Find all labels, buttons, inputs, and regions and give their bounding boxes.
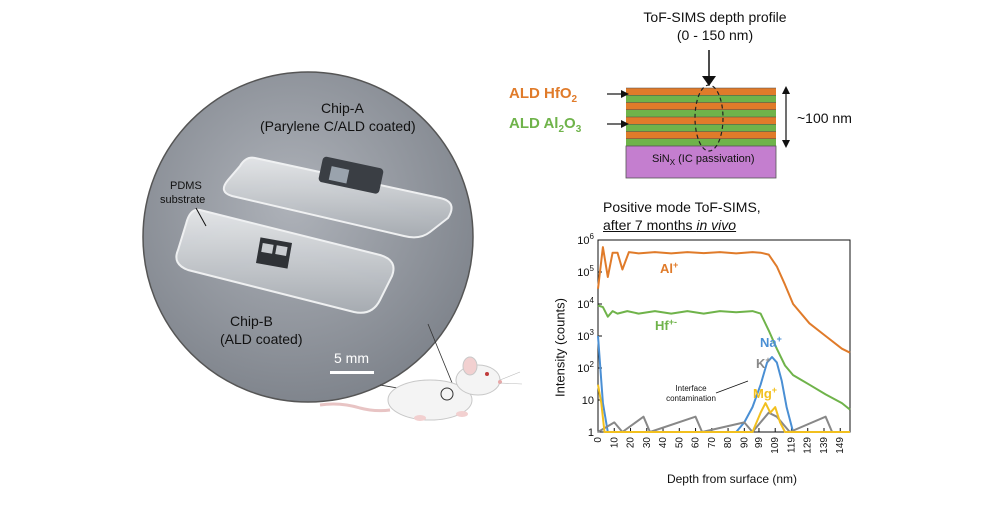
chip-b-image	[175, 208, 395, 314]
x-axis-label: Depth from surface (nm)	[666, 472, 798, 486]
al2o3-label-sub1: 2	[558, 124, 565, 135]
stack-title-line1: ToF-SIMS depth profile	[643, 9, 787, 25]
x-tick-label: 109	[770, 437, 781, 454]
y-tick-label: 103	[577, 328, 594, 343]
series-line-k	[597, 411, 850, 433]
y-tick-label: 102	[577, 360, 594, 375]
scale-bar	[330, 371, 374, 374]
sinx-label: SiNX (IC passivation)	[652, 153, 755, 167]
photo-panel	[142, 71, 523, 421]
x-tick-label: 119	[786, 437, 797, 453]
al2o3-stripe	[626, 95, 776, 103]
zoom-line-top	[427, 323, 456, 391]
al2o3-stripe	[626, 124, 776, 132]
y-axis-label-wrap: Intensity (counts)	[540, 298, 568, 400]
series-label-al: Al+	[660, 260, 678, 276]
x-tick-label: 139	[819, 437, 830, 454]
series-line-hf	[597, 304, 851, 411]
series-label-k: K+	[756, 355, 771, 371]
x-tick-label: 90	[739, 437, 750, 449]
series-label-mg: Mg+	[753, 385, 777, 401]
layer-stack-diagram	[607, 50, 790, 179]
series-line-al	[597, 246, 851, 354]
x-tick-label: 20	[626, 437, 637, 449]
chip-b-title: Chip-B	[230, 313, 273, 329]
y-tick-label: 106	[577, 232, 594, 247]
sinx-label-rest: (IC passivation)	[675, 153, 755, 165]
x-tick-label: 129	[803, 437, 814, 454]
al2o3-label-mid: O	[564, 115, 576, 132]
thickness-label: ~100 nm	[797, 110, 852, 126]
annotation-arrow	[715, 380, 749, 394]
x-tick-label: 99	[754, 437, 765, 449]
series-line-na	[597, 335, 850, 433]
series-label-na: Na+	[760, 334, 782, 350]
x-tick-label: 80	[723, 437, 734, 449]
pdms-pointer	[195, 207, 207, 227]
series-line-mg	[597, 384, 850, 433]
al2o3-label-sub2: 3	[575, 124, 582, 135]
x-tick-label: 149	[835, 437, 846, 454]
annotation-line1: Interface	[675, 384, 707, 393]
chart-title-line2-a: after 7 months	[603, 217, 697, 233]
chip-a-subtitle: (Parylene C/ALD coated)	[260, 118, 416, 134]
hfo2-stripe	[626, 102, 776, 110]
hfo2-label-sub: 2	[571, 94, 578, 105]
x-tick-label: 70	[707, 437, 718, 449]
hfo2-stripe	[626, 131, 776, 139]
al2o3-stripe	[626, 138, 776, 146]
hfo2-label: ALD HfO2	[509, 85, 577, 105]
series-label-hf: Hf+-	[655, 317, 677, 333]
stack-title-line2: (0 - 150 nm)	[676, 27, 754, 43]
x-tick-label: 40	[658, 437, 669, 449]
pdms-label-line1: PDMS	[170, 180, 202, 192]
tof-sims-chart: 1 10 102 103 104 105 106 0 10 20 30 40 50 60 70 80 90 99 1…	[577, 232, 851, 454]
x-tick-label: 0	[593, 437, 604, 443]
al2o3-label: ALD Al2O3	[509, 115, 581, 135]
x-tick-label: 10	[609, 437, 620, 449]
sims-region-ellipse	[694, 84, 724, 152]
sinx-label-sub: X	[669, 158, 676, 168]
x-tick-label: 30	[642, 437, 653, 449]
scale-bar-label: 5 mm	[334, 350, 369, 366]
chart-title-line2: after 7 months in vivo	[603, 216, 761, 234]
chart-title-line1: Positive mode ToF-SIMS,	[603, 199, 761, 215]
sinx-layer	[625, 145, 777, 179]
pdms-label-line2: substrate	[160, 194, 206, 206]
y-tick-label: 10	[582, 395, 594, 407]
mouse-illustration	[319, 356, 523, 421]
al2o3-stripe	[626, 109, 776, 117]
chart-title-line2-b: in vivo	[696, 217, 737, 233]
chip-a-title: Chip-A	[321, 100, 364, 116]
hfo2-stripe	[626, 88, 776, 96]
hfo2-label-text: ALD HfO	[509, 85, 572, 102]
x-tick-label: 60	[691, 437, 702, 449]
x-tick-label: 50	[674, 437, 685, 449]
sinx-label-main: SiN	[652, 153, 670, 165]
chip-a-image	[222, 156, 453, 239]
y-tick-label: 1	[588, 427, 594, 439]
hfo2-stripe	[626, 117, 776, 125]
annotation-line2: contamination	[666, 394, 716, 403]
plot-frame	[597, 239, 851, 433]
y-tick-label: 105	[577, 264, 594, 279]
y-tick-label: 104	[577, 296, 594, 311]
chip-b-subtitle: (ALD coated)	[220, 331, 303, 347]
al2o3-label-text: ALD Al	[509, 115, 559, 132]
